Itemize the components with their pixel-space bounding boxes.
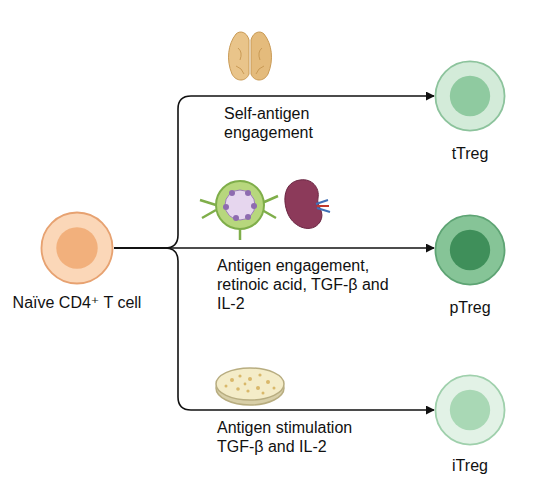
- naive-t-cell: Naïve CD4⁺ T cell: [40, 211, 114, 285]
- lymph-follicle: [251, 203, 257, 209]
- cell-label: pTreg: [430, 298, 510, 317]
- spleen-illustration: [285, 180, 330, 229]
- cell-nucleus: [450, 76, 490, 116]
- cell-membrane: [435, 375, 504, 444]
- lymph-follicle: [233, 215, 239, 221]
- cell-label: Naïve CD4⁺ T cell: [0, 293, 157, 312]
- cell-membrane: [435, 61, 504, 130]
- cell-nucleus: [56, 227, 97, 268]
- lymph-node-body: [216, 181, 264, 229]
- spleen-vessel: [317, 205, 329, 207]
- ptreg-cell: pTreg: [434, 214, 506, 286]
- differentiation-arrow: [114, 248, 434, 410]
- spleen-vessel: [316, 200, 330, 212]
- petri-dish-illustration: [216, 368, 284, 405]
- cell-shape: [434, 214, 506, 286]
- thymus-lobe: [229, 32, 249, 80]
- differentiation-arrow: [114, 247, 434, 249]
- petri-dish-top: [216, 368, 284, 400]
- cell-shape: [434, 374, 506, 446]
- lymph-node-core: [225, 190, 255, 220]
- thymus-texture: [236, 48, 264, 74]
- condition-label: Antigen engagement, retinoic acid, TGF-β…: [217, 256, 392, 314]
- lymph-follicle: [245, 214, 251, 220]
- cell-label: tTreg: [430, 144, 510, 163]
- cell-nucleus: [450, 390, 490, 430]
- thymus-illustration: [229, 32, 272, 80]
- itreg-cell: iTreg: [434, 374, 506, 446]
- cell-shape: [40, 211, 114, 285]
- lymph-node-illustration: [200, 181, 278, 240]
- condition-label: Antigen stimulation TGF-β and IL-2: [217, 418, 392, 456]
- lymph-follicle: [223, 204, 229, 210]
- ttreg-cell: tTreg: [434, 60, 506, 132]
- cell-label: iTreg: [430, 456, 510, 475]
- thymus-lobe: [251, 32, 271, 80]
- condition-label: Self-antigen engagement: [224, 104, 344, 142]
- differentiation-arrow: [114, 96, 434, 248]
- cell-colonies: [225, 373, 276, 394]
- cell-membrane: [41, 212, 112, 283]
- lymph-follicle: [229, 190, 235, 196]
- lymph-follicle: [245, 190, 251, 196]
- cell-nucleus: [450, 230, 490, 270]
- cell-shape: [434, 60, 506, 132]
- cell-membrane: [435, 215, 504, 284]
